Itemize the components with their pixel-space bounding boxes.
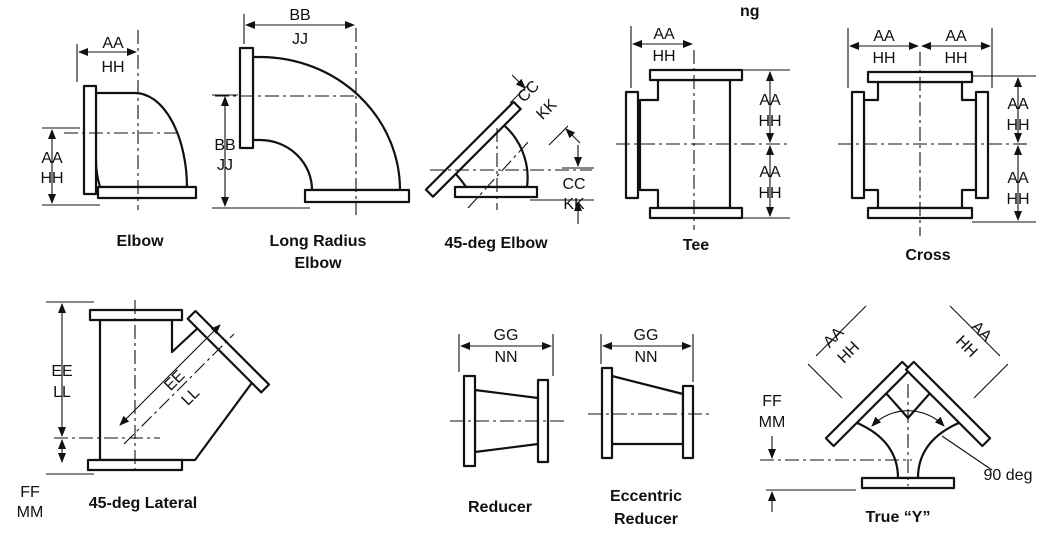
lateral-dim-ee: EE: [51, 363, 72, 380]
lr-elbow-dim-bb-vertical: BB: [214, 137, 235, 154]
elbow-45-fitting: [424, 74, 594, 224]
true-y-angle-label: 90 deg: [984, 467, 1033, 484]
cross-fitting: [838, 28, 1036, 236]
lateral-caption: 45-deg Lateral: [89, 495, 197, 512]
true-y-dim-ff: FF: [762, 393, 782, 410]
true-y-fitting: [760, 305, 1009, 512]
cross-dim-aa-upper: AA: [1007, 96, 1029, 113]
tee-dim-hh-upper: HH: [758, 113, 781, 130]
tee-dim-hh-lower: HH: [758, 185, 781, 202]
lr-elbow-dim-bb: BB: [289, 7, 310, 24]
elbow45-caption: 45-deg Elbow: [444, 235, 548, 252]
elbow-dim-hh: HH: [101, 59, 124, 76]
lateral-dim-mm: MM: [17, 504, 44, 521]
elbow45-dim-kk-diagonal: KK: [533, 96, 560, 123]
cross-dim-aa-left: AA: [873, 28, 895, 45]
lr-elbow-dim-jj: JJ: [292, 31, 308, 48]
cross-caption: Cross: [905, 247, 950, 264]
reducer-dim-gg: GG: [494, 327, 519, 344]
elbow45-dim-cc: CC: [562, 176, 585, 193]
reducer-caption: Reducer: [468, 499, 532, 516]
lr-elbow-caption-line2: Elbow: [294, 255, 342, 272]
tee-caption: Tee: [683, 237, 709, 254]
long-radius-elbow-fitting: [212, 14, 411, 215]
lateral-dim-ll: LL: [53, 384, 71, 401]
lr-elbow-dim-jj-vertical: JJ: [217, 157, 233, 174]
ecc-reducer-caption-line2: Reducer: [614, 511, 678, 528]
cross-dim-hh-left: HH: [872, 50, 895, 67]
tee-dim-aa: AA: [653, 26, 675, 43]
lateral-dim-ff: FF: [20, 484, 40, 501]
elbow-fitting: [42, 30, 198, 210]
elbow-dim-hh-vertical: HH: [40, 170, 63, 187]
header-fragment: ng: [740, 3, 760, 20]
ecc-reducer-caption-line1: Eccentric: [610, 488, 682, 505]
ecc-reducer-dim-gg: GG: [634, 327, 659, 344]
true-y-dim-mm: MM: [759, 414, 786, 431]
tee-dim-aa-upper: AA: [759, 92, 781, 109]
tee-dim-aa-lower: AA: [759, 164, 781, 181]
cross-dim-aa-right: AA: [945, 28, 967, 45]
cross-dim-hh-right: HH: [944, 50, 967, 67]
elbow-dim-aa-vertical: AA: [41, 150, 63, 167]
reducer-fitting: [450, 334, 568, 468]
cross-dim-hh-upper: HH: [1006, 117, 1029, 134]
eccentric-reducer-fitting: [588, 334, 710, 460]
tee-dim-hh: HH: [652, 48, 675, 65]
ecc-reducer-dim-nn: NN: [634, 349, 657, 366]
lateral-fitting: [46, 300, 271, 475]
true-y-caption: True “Y”: [866, 509, 931, 526]
tee-fitting: [616, 26, 790, 230]
cross-dim-hh-lower: HH: [1006, 191, 1029, 208]
elbow-caption: Elbow: [116, 233, 164, 250]
elbow-dim-aa: AA: [102, 35, 124, 52]
reducer-dim-nn: NN: [494, 349, 517, 366]
cross-dim-aa-lower: AA: [1007, 170, 1029, 187]
lr-elbow-caption-line1: Long Radius: [270, 233, 367, 250]
elbow45-dim-kk: KK: [563, 196, 585, 213]
